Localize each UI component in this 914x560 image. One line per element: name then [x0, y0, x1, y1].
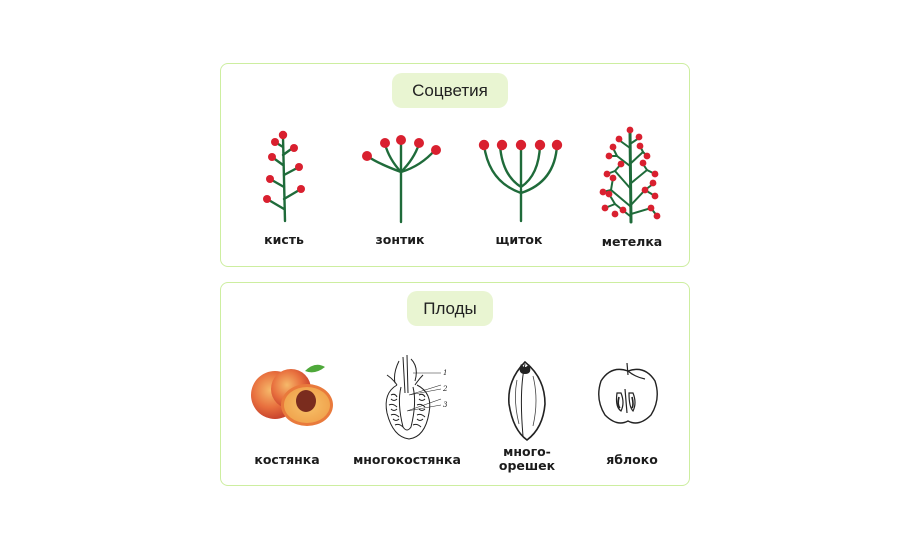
diagram-number-3: 3 — [443, 401, 448, 409]
panicle-illustration — [599, 126, 661, 224]
umbel-illustration — [362, 135, 441, 224]
label-drupe: костянка — [254, 452, 320, 467]
raceme-illustration — [263, 130, 305, 223]
label-multi-nutlet-line2: орешек — [498, 458, 556, 473]
fruits-title: Плоды — [407, 291, 493, 326]
peach-drupe-illustration — [251, 364, 333, 426]
label-multi-nutlet-line1: много- — [503, 444, 551, 459]
raspberry-aggregate-drupe-diagram: 1 2 3 — [385, 354, 448, 440]
corymb-illustration — [478, 139, 563, 223]
achene-illustration — [508, 360, 546, 441]
label-umbel: зонтик — [375, 232, 425, 247]
label-multi-nutlet: много- орешек — [499, 445, 555, 473]
diagram-number-2: 2 — [442, 385, 448, 393]
inflorescences-panel: Соцветия — [220, 63, 690, 267]
label-aggregate-drupe: многокостянка — [353, 452, 461, 467]
label-pome: яблоко — [606, 452, 658, 467]
fruits-panel: Плоды 1 2 3 — [220, 282, 690, 486]
label-corymb: щиток — [495, 232, 543, 247]
diagram-number-1: 1 — [443, 369, 447, 377]
apple-pome-illustration — [598, 362, 658, 424]
label-raceme: кисть — [264, 232, 304, 247]
label-panicle: метелка — [601, 234, 663, 249]
inflorescences-title: Соцветия — [392, 73, 508, 108]
